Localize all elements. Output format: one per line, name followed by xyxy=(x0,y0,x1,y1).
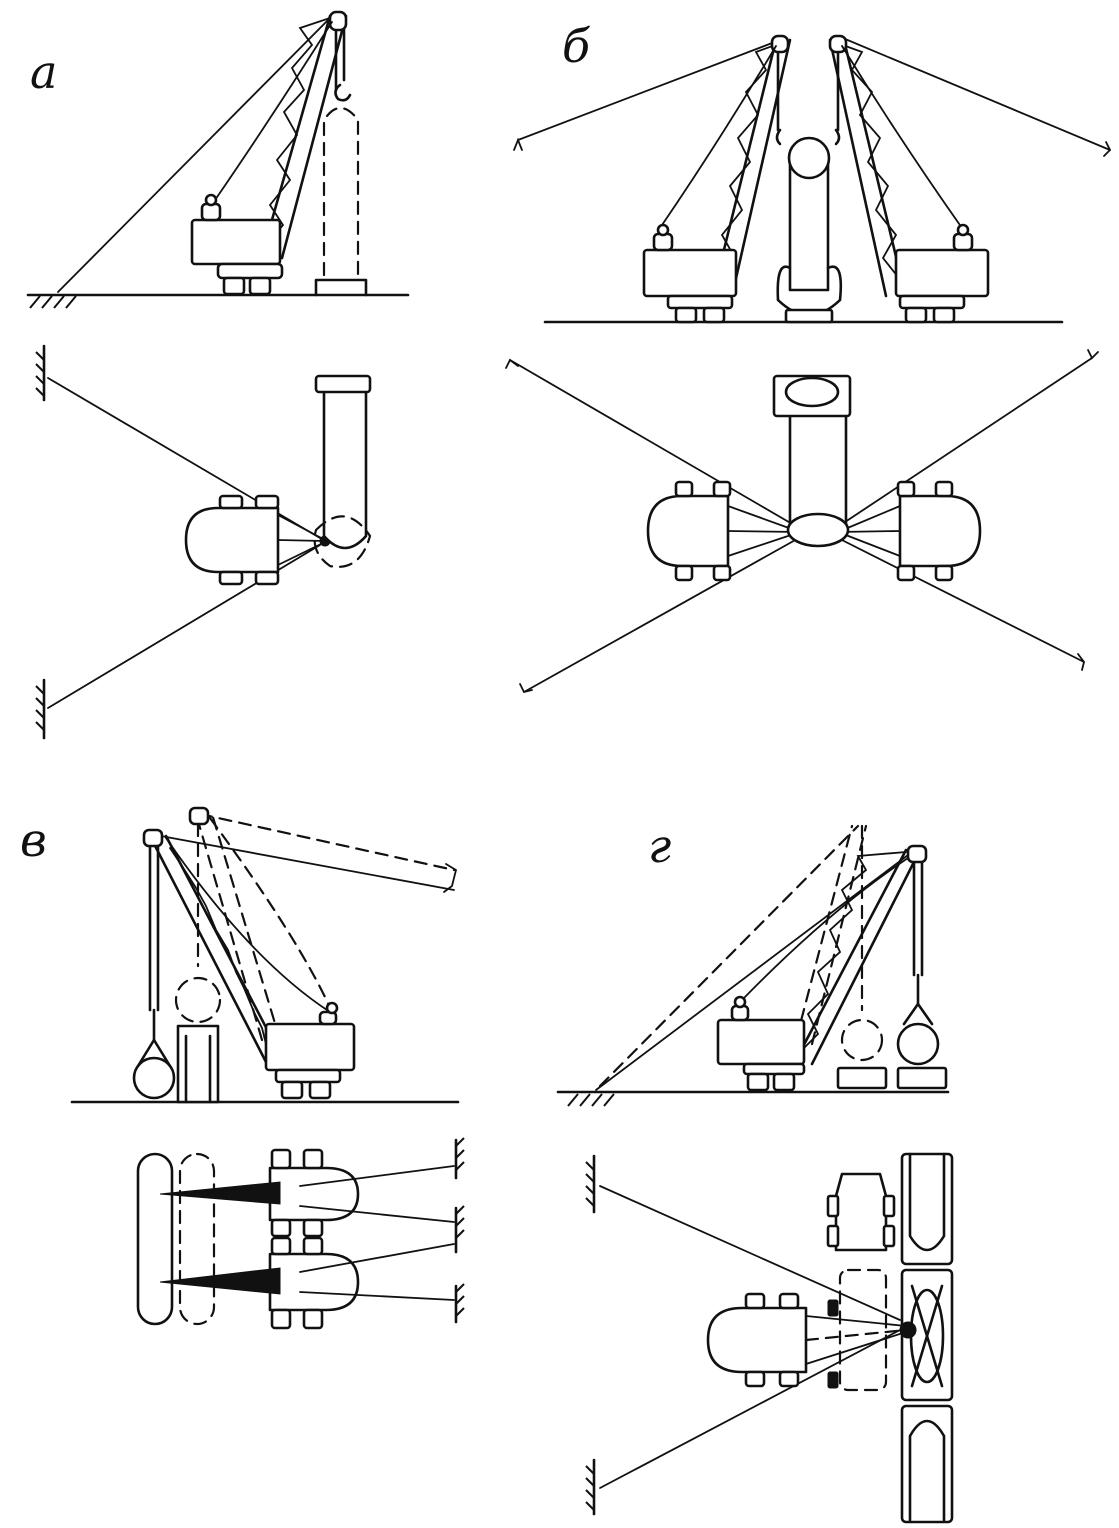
panel-b: б xyxy=(505,19,1112,694)
crane-plan-dashed xyxy=(827,1268,888,1392)
left-crane-cab xyxy=(642,248,738,298)
panel-v: в xyxy=(20,806,465,1330)
crane-body-plan xyxy=(184,506,280,574)
crane-cab xyxy=(190,218,282,266)
hanging-drum xyxy=(132,1056,176,1100)
crawler-tracks xyxy=(216,262,284,296)
crane-cab xyxy=(716,1018,806,1066)
ground-anchor-hatch xyxy=(29,295,77,309)
panel-a: а xyxy=(26,10,410,740)
wall-anchor-top xyxy=(35,344,46,402)
panel-v-plan-view xyxy=(136,1137,465,1330)
truck-crane-plan xyxy=(826,1172,896,1252)
wall-anchor-bottom xyxy=(585,1458,596,1516)
crane-boom-dashed xyxy=(174,806,282,1042)
lifted-drum xyxy=(896,1022,940,1066)
wall-anchor-top xyxy=(585,1154,596,1214)
wall-anchor-bottom xyxy=(35,678,46,740)
vessel-row xyxy=(900,1152,954,1524)
right-crane-cab xyxy=(894,248,990,298)
lower-crane-plan xyxy=(268,1252,360,1312)
panel-label-v: в xyxy=(20,813,47,867)
panel-g: г xyxy=(556,819,954,1524)
panel-label-g: г xyxy=(648,819,671,873)
guy-rope xyxy=(57,13,335,293)
column-plan xyxy=(313,374,372,568)
right-crane-boom xyxy=(828,34,906,298)
vessel-plan xyxy=(772,374,852,548)
column-frame xyxy=(176,1024,220,1104)
panel-label-a: а xyxy=(30,45,57,99)
panel-g-side-view xyxy=(556,824,950,1107)
left-crane-plan xyxy=(646,494,730,568)
vessel-side xyxy=(776,136,843,324)
crane-boom-solid xyxy=(132,828,284,1100)
lifted-column-dashed xyxy=(314,106,368,297)
panel-label-b: б xyxy=(562,19,591,73)
crane-boom-solid xyxy=(794,844,940,1066)
wall-anchors-right xyxy=(454,1137,465,1324)
panel-b-side-view xyxy=(513,34,1112,324)
crane-body-plan xyxy=(706,1306,808,1374)
right-crane-plan xyxy=(898,494,982,568)
upper-crane-plan xyxy=(268,1166,360,1222)
ground-anchor-hatch xyxy=(567,1093,615,1107)
panel-g-plan-view xyxy=(585,1152,954,1524)
crane-boom-dashed xyxy=(794,824,884,1062)
crane-hook xyxy=(334,83,352,102)
panel-v-side-view xyxy=(70,806,460,1104)
vessel-plan-solid xyxy=(136,1152,174,1326)
crane-cab xyxy=(264,1022,356,1072)
panel-a-side-view xyxy=(26,10,410,309)
panel-b-plan-view xyxy=(505,349,1099,694)
panel-a-plan-view xyxy=(35,344,372,740)
